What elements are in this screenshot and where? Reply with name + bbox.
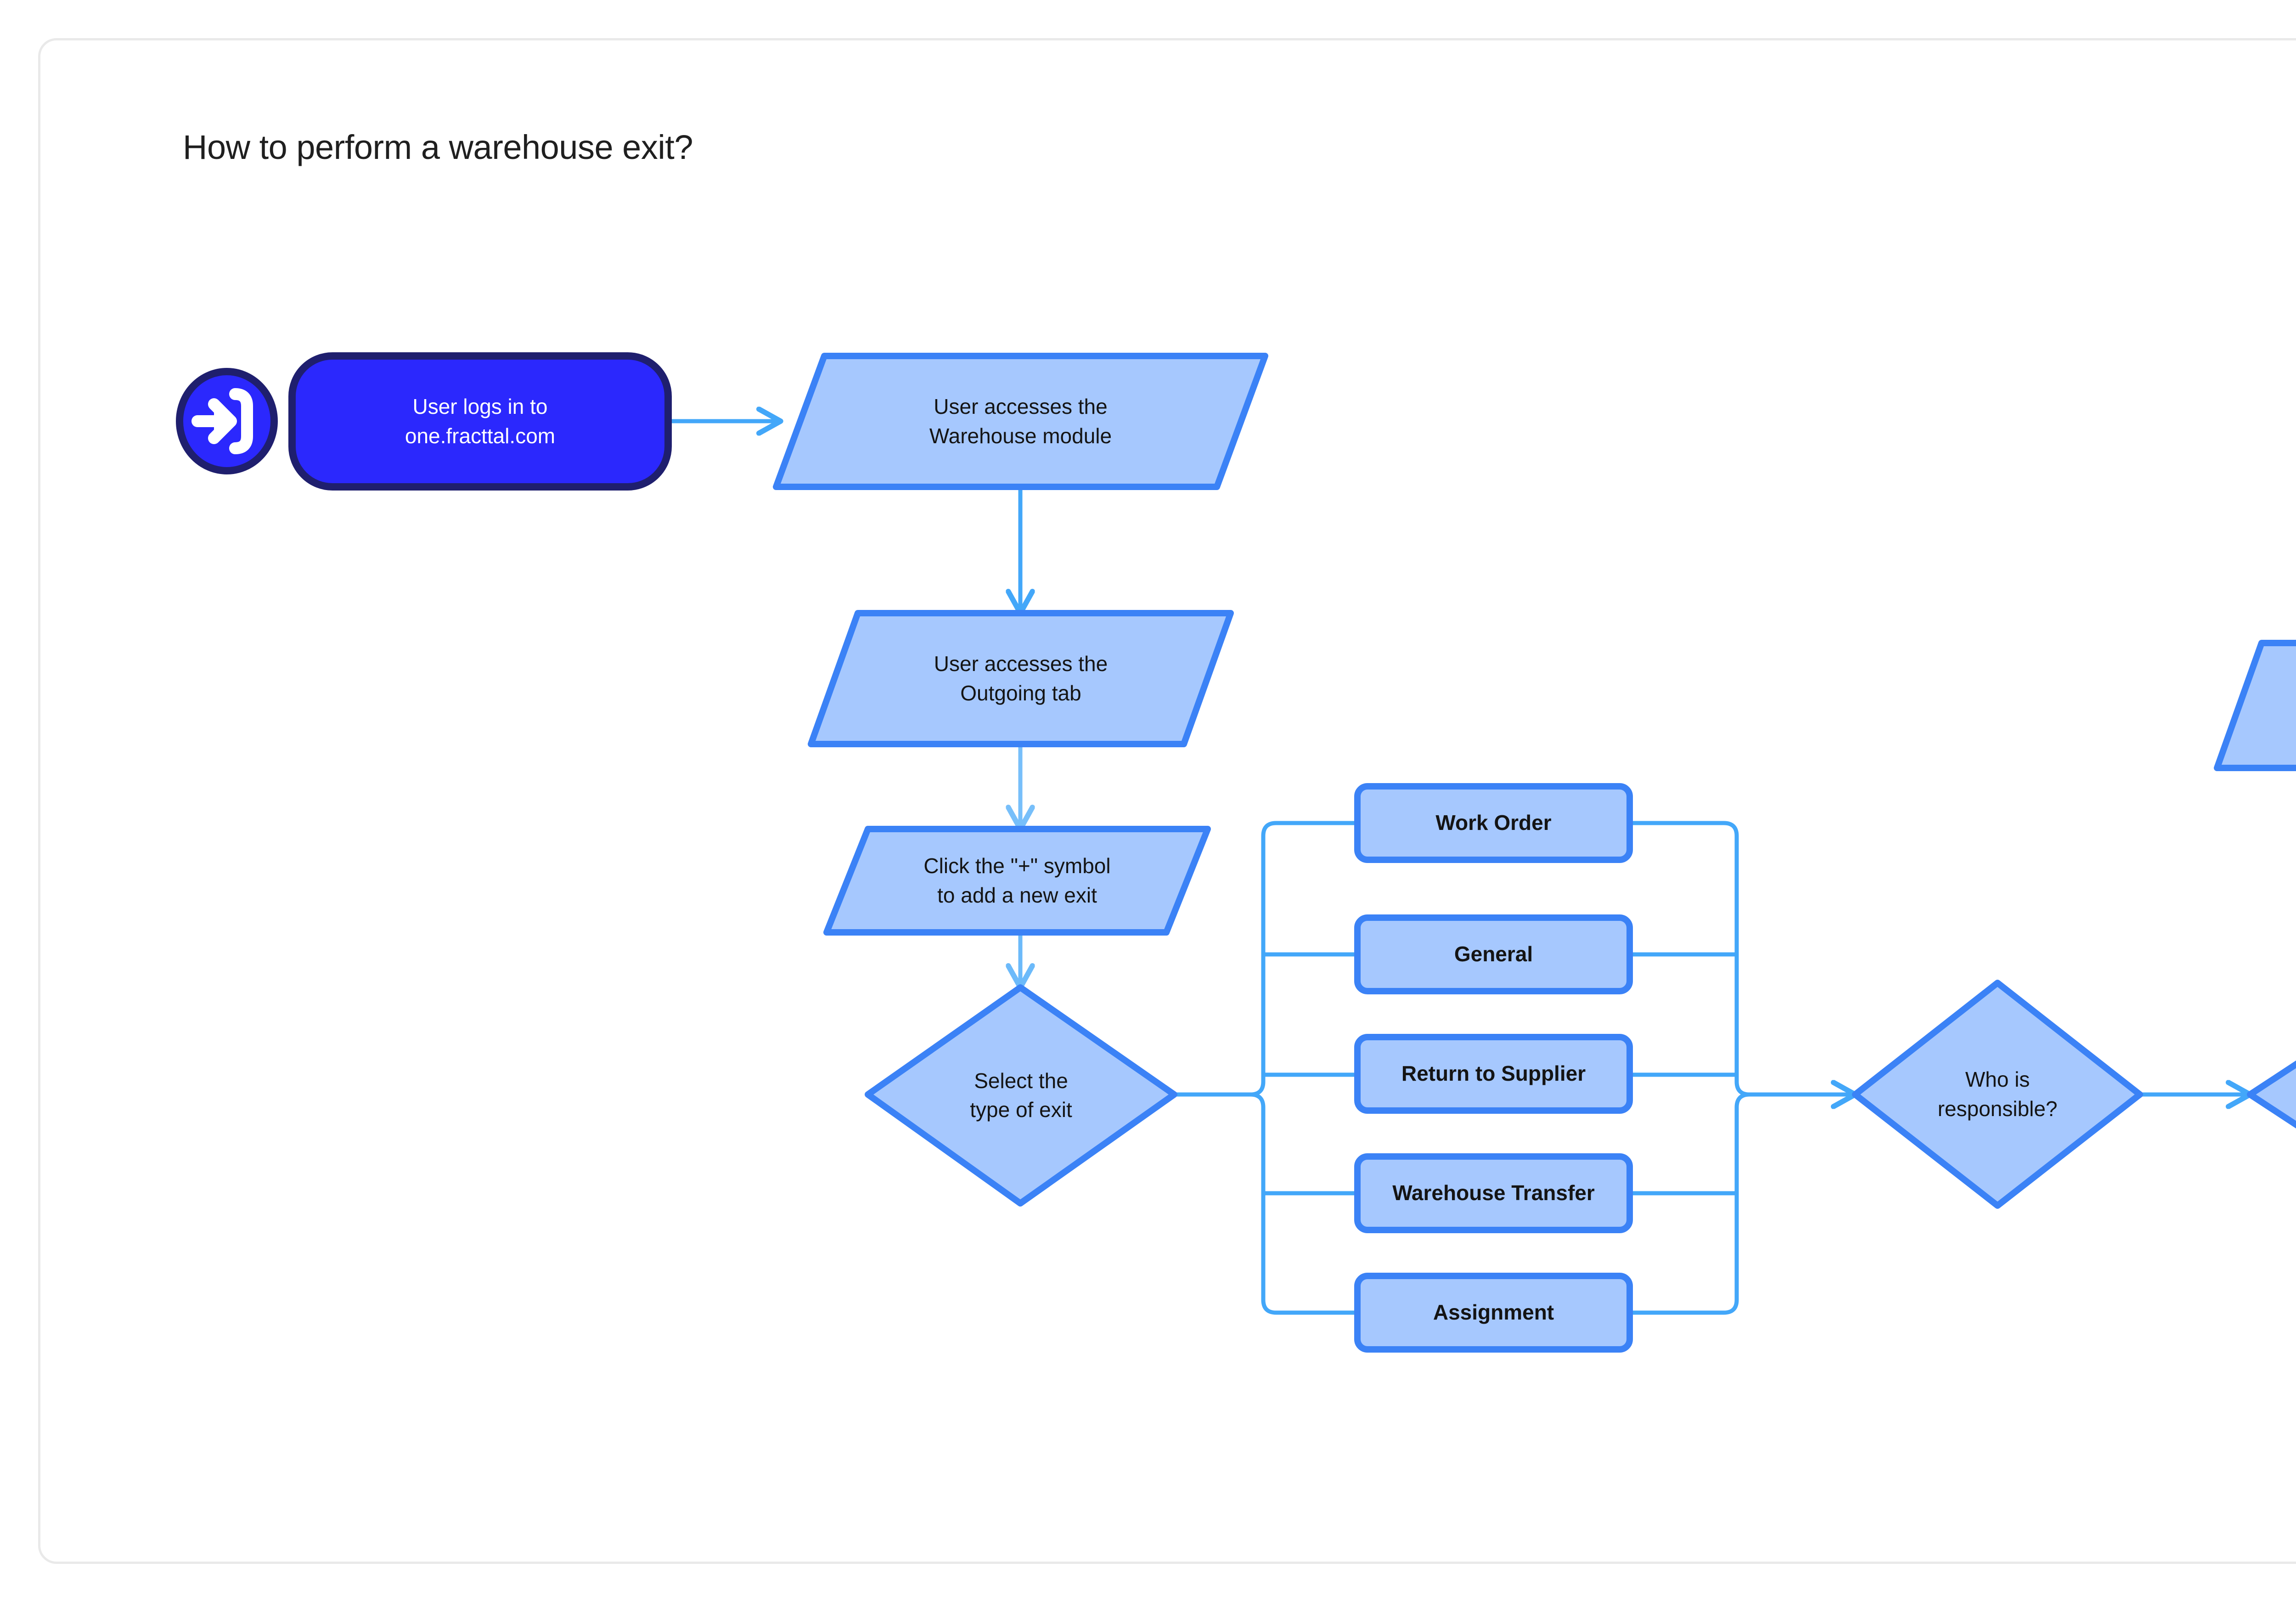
edge-fanout-to-work-order: [1248, 821, 1360, 1097]
node-option-warehouse-transfer[interactable]: [1354, 1153, 1633, 1233]
node-select-wo-reference[interactable]: [2214, 640, 2296, 771]
edge-work-order-to-merge: [1627, 821, 1752, 1097]
node-option-assignment[interactable]: [1354, 1273, 1633, 1353]
start-badge: [176, 368, 278, 474]
node-option-general[interactable]: [1354, 914, 1633, 994]
edge-assignment-to-merge: [1627, 1092, 1752, 1315]
node-outgoing-wo[interactable]: [2247, 988, 2296, 1201]
node-add-exit[interactable]: [823, 826, 1211, 936]
page-title: How to perform a warehouse exit?: [183, 128, 693, 166]
node-warehouse-module[interactable]: [773, 353, 1268, 490]
login-icon: [191, 388, 253, 454]
node-select-exit-type[interactable]: [865, 984, 1177, 1207]
diagram-frame: [38, 38, 2296, 1564]
node-who-responsible[interactable]: [1852, 980, 2143, 1209]
node-outgoing-tab[interactable]: [808, 610, 1234, 747]
node-option-return-to-supplier[interactable]: [1354, 1034, 1633, 1114]
node-login[interactable]: [288, 352, 672, 491]
edge-fanout-to-assignment: [1248, 1092, 1360, 1315]
node-option-work-order[interactable]: [1354, 783, 1633, 863]
